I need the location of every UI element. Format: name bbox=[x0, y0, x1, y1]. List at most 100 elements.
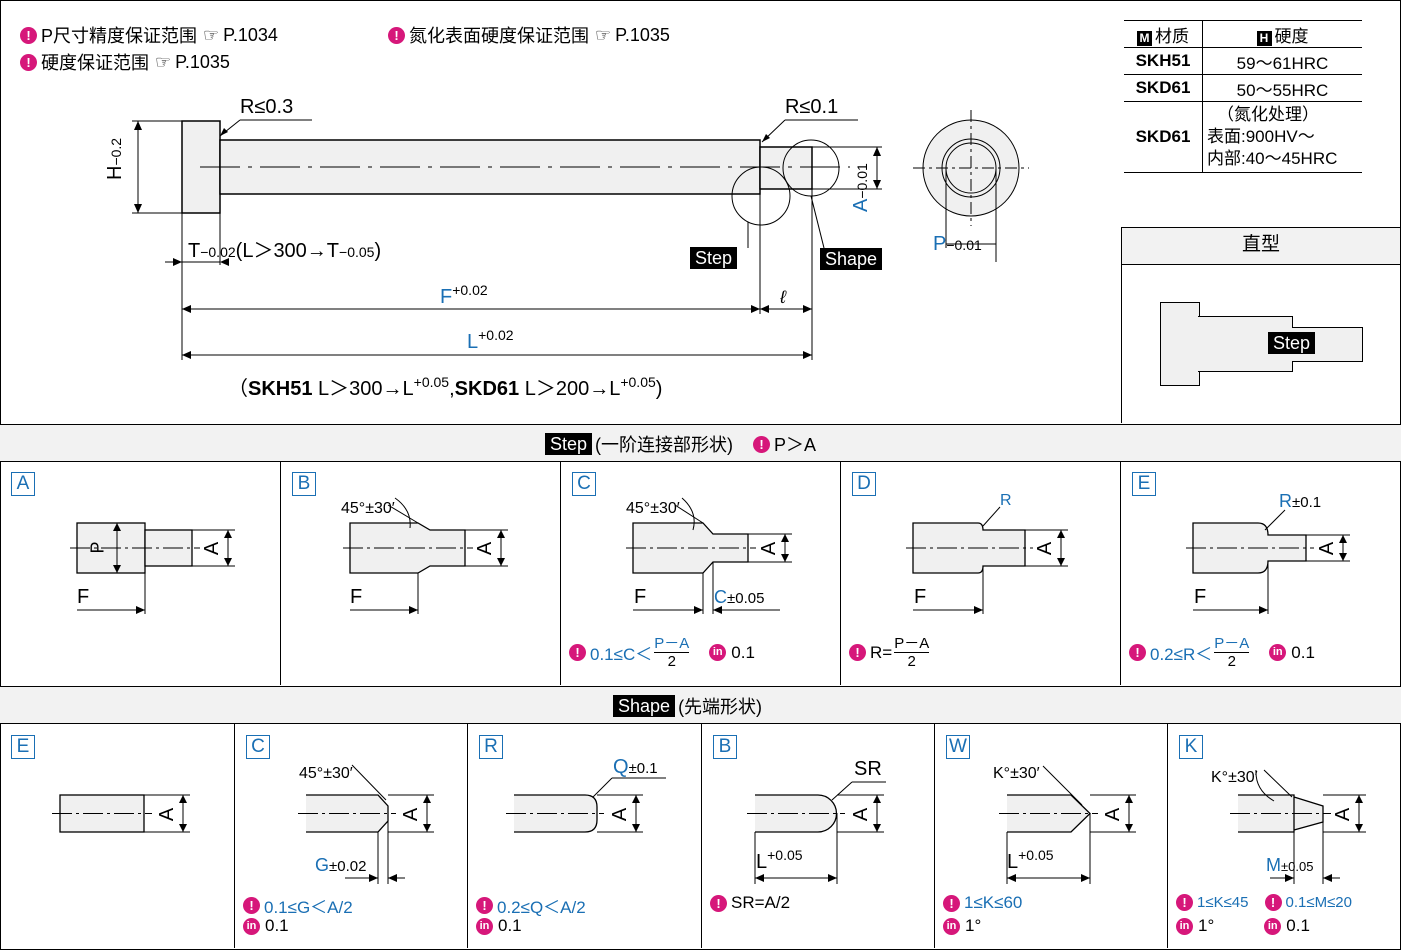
hardness-cell: 59～61HRC bbox=[1202, 47, 1362, 75]
f-label: F bbox=[1194, 586, 1207, 608]
c-condition: !0.1≤G＜A/2 bbox=[243, 893, 353, 918]
angle-label: K°±30′ bbox=[1211, 769, 1258, 786]
reference-hand-icon: ☞ bbox=[595, 24, 612, 45]
r-label: R bbox=[1279, 491, 1292, 511]
r-head-label: R≤0.3 bbox=[240, 96, 294, 118]
warning-icon: ! bbox=[753, 435, 771, 453]
reference-hand-icon: ☞ bbox=[203, 24, 220, 45]
step-cell-a: A bbox=[0, 461, 281, 685]
step-section-header: Step (一阶连接部形状) ! P＞A bbox=[0, 424, 1401, 462]
r-tip-label: R≤0.1 bbox=[785, 96, 839, 118]
cond-text: 0.1≤C＜ bbox=[590, 645, 653, 664]
type-box-title: 直型 bbox=[1122, 228, 1400, 265]
warning-icon: ! bbox=[20, 53, 37, 71]
p-label: P bbox=[933, 233, 947, 255]
l-dim-label: L+0.05 bbox=[756, 847, 803, 874]
a-label: A bbox=[156, 807, 179, 822]
hardness-line: 内部:40～45HRC bbox=[1207, 149, 1338, 168]
inch-value: 1° bbox=[1198, 916, 1215, 935]
inch-icon: in bbox=[1264, 917, 1282, 935]
table-row: SKD61 50～55HRC bbox=[1124, 74, 1362, 102]
q-tol: ±0.1 bbox=[628, 760, 658, 777]
warning-icon: ! bbox=[849, 644, 866, 661]
shape-section-title: (先端形状) bbox=[678, 697, 763, 717]
m-label: M bbox=[1266, 855, 1281, 875]
angle-label: 45°±30′ bbox=[626, 500, 680, 517]
f-tol: +0.02 bbox=[452, 282, 488, 298]
warning-icon: ! bbox=[388, 26, 405, 44]
step-cell-b: B 45°±30′ bbox=[281, 461, 561, 685]
hardness-cell: 50～55HRC bbox=[1202, 74, 1362, 102]
cond-text: 0.2≤R＜ bbox=[1150, 645, 1213, 664]
skd-tol: +0.05 bbox=[620, 374, 656, 390]
note-ref[interactable]: P.1035 bbox=[175, 51, 230, 72]
step-tag: Step bbox=[690, 247, 738, 269]
frac-num: P－A bbox=[1214, 635, 1250, 653]
table-row: SKD61 （氮化处理） 表面:900HV～ 内部:40～45HRC bbox=[1124, 101, 1362, 173]
f-dim-label: F+0.02 bbox=[440, 282, 488, 309]
material-cell: SKD61 bbox=[1124, 74, 1203, 102]
l-tol: +0.02 bbox=[478, 327, 514, 343]
shape-tag: Shape bbox=[820, 248, 883, 270]
frac-num: P－A bbox=[654, 635, 690, 653]
q-label: Q bbox=[613, 756, 629, 778]
inch-value: 0.1 bbox=[1291, 642, 1315, 662]
frac-num: P－A bbox=[894, 635, 930, 653]
material-header: 材质 bbox=[1155, 26, 1189, 46]
inch-value: 1° bbox=[965, 916, 982, 935]
l-dim-label: L+0.02 bbox=[467, 327, 514, 354]
inch-value: 0.1 bbox=[731, 642, 755, 662]
a-label: A bbox=[850, 807, 873, 822]
angle-label: K°±30′ bbox=[993, 765, 1040, 782]
cell-id: E bbox=[1132, 472, 1156, 496]
angle-label: 45°±30′ bbox=[341, 500, 395, 517]
note-ref[interactable]: P.1034 bbox=[223, 24, 278, 45]
cell-id: A bbox=[11, 472, 35, 496]
shape-cell-e: E bbox=[0, 723, 235, 948]
hardness-line: 表面:900HV～ bbox=[1207, 127, 1315, 146]
cond-text-2: 0.1≤M≤20 bbox=[1285, 894, 1353, 911]
frac-den: 2 bbox=[1227, 653, 1236, 670]
a-label: A bbox=[609, 807, 632, 822]
inch-icon: in bbox=[709, 644, 727, 661]
r-label: R bbox=[1000, 492, 1012, 509]
inch-icon: in bbox=[943, 917, 960, 935]
t-close: ) bbox=[374, 240, 382, 262]
c-tol: ±0.05 bbox=[727, 590, 765, 607]
r-tol: ±0.1 bbox=[1292, 494, 1322, 511]
ell-label: ℓ bbox=[780, 287, 786, 307]
f-label: F bbox=[350, 586, 363, 608]
cond-text: 0.1≤G＜A/2 bbox=[264, 898, 353, 917]
warning-icon: ! bbox=[1176, 894, 1193, 911]
note-ref[interactable]: P.1035 bbox=[615, 24, 670, 45]
t-tol: −0.02 bbox=[200, 244, 236, 260]
t-dim-label: T−0.02(L＞300→T−0.05) bbox=[188, 234, 381, 263]
angle-label: 45°±30′ bbox=[299, 765, 353, 782]
cell-id: R bbox=[479, 735, 503, 759]
note-p-accuracy: ! P尺寸精度保证范围 ☞ P.1034 bbox=[20, 22, 278, 48]
l-label: L bbox=[467, 331, 479, 353]
step-tag: Step bbox=[545, 433, 593, 455]
skh-label: SKH51 bbox=[248, 378, 313, 400]
material-cell: SKD61 bbox=[1124, 101, 1203, 173]
inch-value-2: 0.1 bbox=[1286, 916, 1310, 935]
step-tag: Step bbox=[1268, 332, 1316, 354]
f-label: F bbox=[77, 586, 90, 608]
material-icon: M bbox=[1137, 30, 1152, 46]
cell-id: B bbox=[713, 735, 737, 759]
cond-text: SR=A/2 bbox=[731, 893, 791, 912]
shape-cell-b: B SR L+0.05 !SR=A/2 bbox=[702, 723, 935, 948]
